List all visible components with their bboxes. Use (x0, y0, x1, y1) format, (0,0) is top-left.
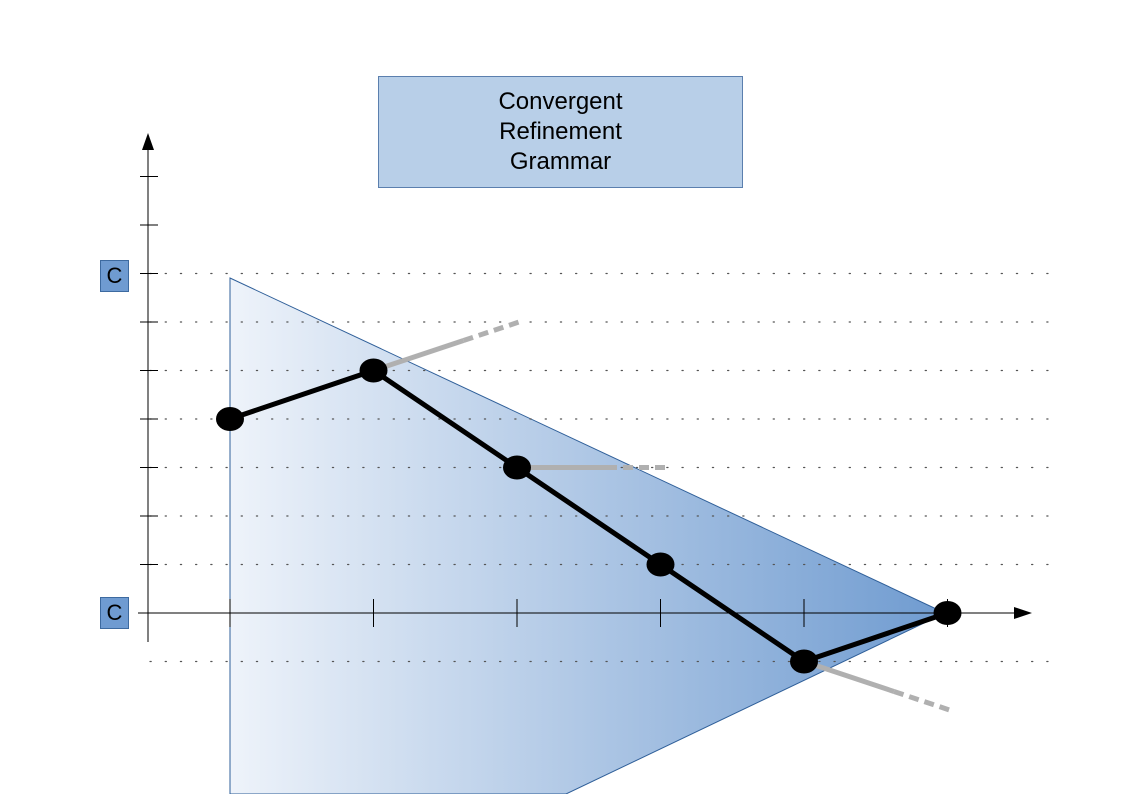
path-node (503, 455, 531, 480)
lower-bound-tag: C (100, 597, 129, 629)
upper-bound-tag: C (100, 260, 129, 292)
y-axis-arrow (142, 133, 154, 150)
title-line-3: Grammar (509, 148, 612, 175)
path-node (359, 358, 388, 383)
path-node (933, 601, 962, 625)
branch-lines (372, 318, 955, 714)
path-nodes (216, 358, 962, 674)
branch-solid (372, 338, 465, 373)
title-box: Convergent Refinement Grammar (378, 76, 743, 188)
branch-dashed (462, 318, 525, 343)
y-axis (140, 133, 158, 642)
branch-solid (803, 659, 895, 694)
title-line-1: Convergent (498, 88, 623, 115)
x-axis-arrow (1014, 607, 1032, 619)
path-node (646, 552, 675, 577)
refinement-path (229, 368, 949, 664)
path-node (216, 407, 244, 431)
path-node (790, 649, 818, 674)
convergence-region (229, 277, 947, 794)
title-line-2: Refinement (499, 118, 622, 145)
branch-dashed (893, 689, 955, 714)
